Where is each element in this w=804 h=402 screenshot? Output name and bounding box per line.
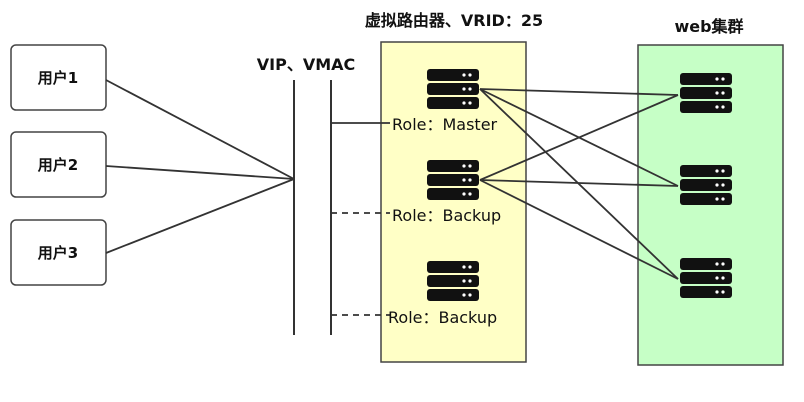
link-backup1-web3 <box>479 179 679 280</box>
user-box <box>10 131 107 198</box>
server-stack-icon <box>680 258 732 298</box>
user-node: 用户1 <box>10 44 107 111</box>
link-user1-vip <box>105 79 295 180</box>
link-master-web3 <box>479 88 679 280</box>
user-label: 用户2 <box>38 156 78 174</box>
link-user2-vip <box>105 165 295 180</box>
router-role-label: Role：Backup <box>392 206 501 225</box>
server-stack-icon <box>427 261 479 301</box>
link-backup1-web1 <box>479 94 679 181</box>
link-user3-vip <box>105 178 295 254</box>
vip-vmac-label: VIP、VMAC <box>257 55 356 74</box>
router-role-label: Role：Master <box>392 115 498 134</box>
cluster-links <box>479 88 679 280</box>
link-backup1-web2 <box>479 179 679 187</box>
user-label: 用户1 <box>38 69 78 87</box>
web-cluster-title: web集群 <box>674 17 743 36</box>
virtual-router-title: 虚拟路由器、VRID：25 <box>365 11 543 30</box>
server-stack-icon <box>427 160 479 200</box>
server-stack-icon <box>427 69 479 109</box>
user-node: 用户3 <box>10 219 107 286</box>
user-box <box>10 44 107 111</box>
link-master-web1 <box>479 88 679 96</box>
router-role-label: Role：Backup <box>388 308 497 327</box>
user-label: 用户3 <box>38 244 78 262</box>
server-stack-icon <box>680 73 732 113</box>
server-stack-icon <box>680 165 732 205</box>
user-node: 用户2 <box>10 131 107 198</box>
virtual-router-panel <box>380 41 527 363</box>
user-links <box>105 79 295 254</box>
